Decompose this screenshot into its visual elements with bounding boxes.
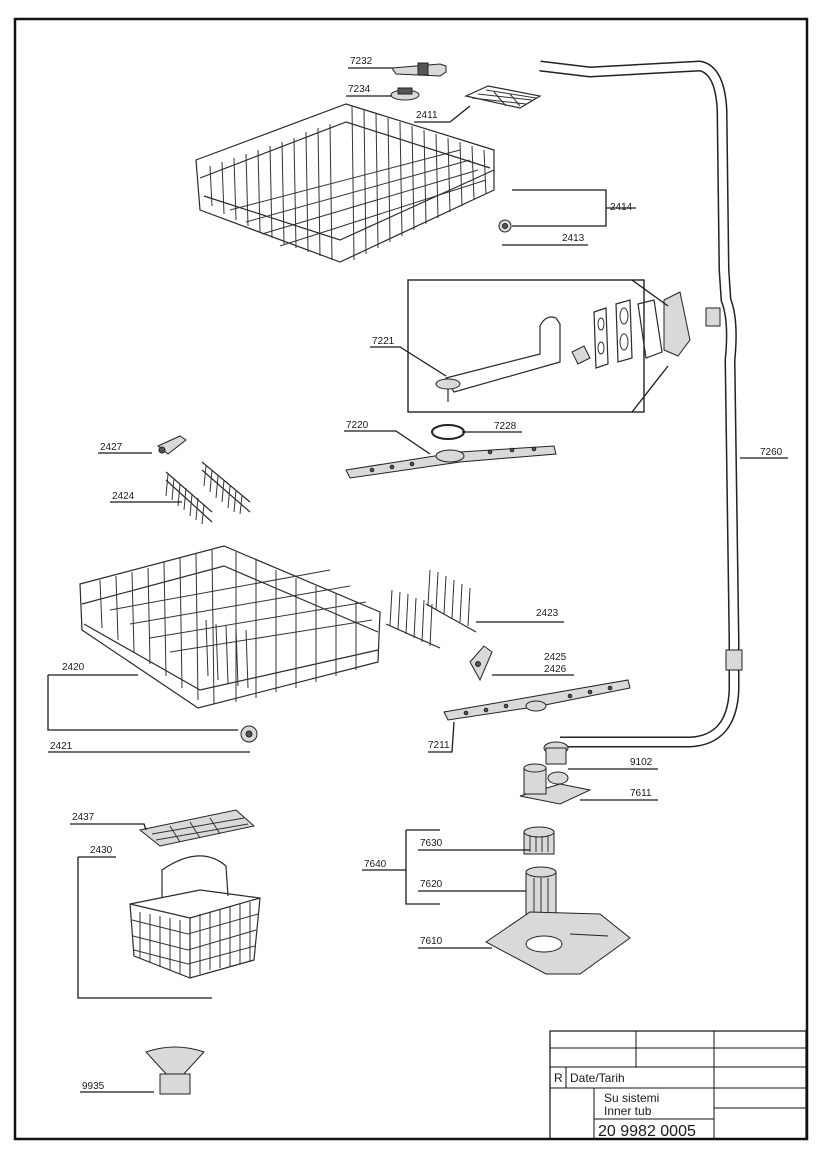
filter-plate-7610 [485,911,631,975]
callout-7640: 7640 [364,859,387,870]
clip-7234 [390,87,420,101]
callout-7234: 7234 [348,84,371,95]
clip-7232 [391,62,447,77]
callout-2427: 2427 [100,442,123,453]
clip-2427 [157,435,187,455]
spray-tube-detail-box [407,279,645,413]
spray-tube-7221 [435,316,561,402]
callout-2424: 2424 [112,491,135,502]
drawing-name-en: Inner tub [604,1104,652,1118]
date-label: Date/Tarih [570,1071,625,1085]
callout-labels: 7232 7234 2411 2414 2413 7221 7220 7228 … [50,56,783,1092]
callout-7620: 7620 [420,879,443,890]
upper-spray-arm-7220 [345,445,557,479]
callout-7220: 7220 [346,420,369,431]
drawing-name-tr: Su sistemi [604,1091,659,1105]
tube-fitting-9102 [543,741,569,765]
cup-shelf-2411 [464,85,542,109]
sump-cover-7611 [519,763,592,805]
lower-spray-arm-7211 [443,679,631,721]
bracket-leader-top [631,279,669,307]
water-tube-7260 [539,60,743,748]
part-number: 20 9982 0005 [598,1123,696,1140]
callout-2413: 2413 [562,233,585,244]
lower-basket-2420 [79,545,381,709]
callout-2437: 2437 [72,812,95,823]
wheel-2413 [498,219,512,233]
callout-2423: 2423 [536,608,559,619]
drawing-border [13,17,809,1141]
callout-7232: 7232 [350,56,373,67]
upper-basket-2414 [195,103,495,263]
callout-2420: 2420 [62,662,85,673]
callout-2430: 2430 [90,845,113,856]
bracket-leader-bottom [631,365,669,413]
callout-7260: 7260 [760,447,783,458]
callout-7630: 7630 [420,838,443,849]
wheel-2421 [240,725,258,743]
callout-2421: 2421 [50,741,73,752]
coarse-filter-7630 [523,826,555,855]
cutlery-basket-2430 [129,855,261,979]
callout-7221: 7221 [372,336,395,347]
revision-label: R [554,1071,563,1085]
callout-7211: 7211 [428,740,450,751]
callout-9102: 9102 [630,757,653,768]
o-ring-7228 [431,424,465,440]
hinge-2425-2426 [469,645,493,682]
callout-2411: 2411 [416,110,438,121]
leader-lines [47,67,788,1093]
callout-2425: 2425 [544,652,567,663]
title-block: R Date/Tarih Su sistemi Inner tub 20 998… [549,1030,807,1140]
bracket-parts [571,291,691,369]
callout-7228: 7228 [494,421,517,432]
salt-funnel-9935 [145,1046,205,1095]
callout-7610: 7610 [420,936,443,947]
callout-7611: 7611 [630,788,652,799]
callout-2426: 2426 [544,664,567,675]
tine-rack-2424 [165,461,251,525]
callout-9935: 9935 [82,1081,105,1092]
cutlery-lid-2437 [138,809,256,847]
callout-2414: 2414 [610,202,633,213]
tine-racks-2423 [385,569,477,649]
